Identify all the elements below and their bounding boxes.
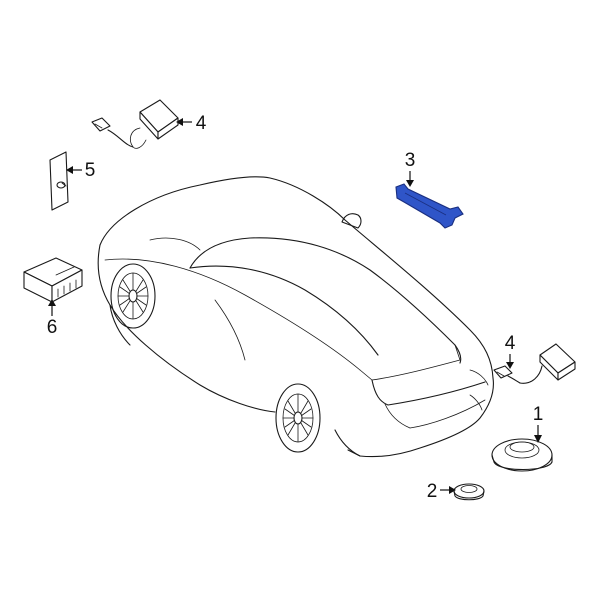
callout-4-top: 4 [176, 113, 207, 134]
callout-6-label: 6 [47, 317, 58, 338]
callout-4-right: 4 [505, 333, 516, 369]
callout-5: 5 [66, 160, 95, 181]
part-2-grommet[interactable] [453, 483, 485, 501]
callout-2: 2 [427, 481, 456, 502]
part-6-control-module[interactable] [23, 257, 83, 303]
part-4-right-antenna-module[interactable] [493, 343, 576, 384]
rear-wheel [275, 383, 321, 453]
part-5-bracket[interactable] [49, 151, 69, 211]
front-wheel [110, 263, 156, 329]
part-1-round-component[interactable] [491, 438, 553, 472]
callout-1: 1 [533, 404, 544, 443]
callout-2-label: 2 [427, 481, 438, 502]
part-4-top-antenna-module[interactable] [91, 99, 179, 149]
callout-3-label: 3 [405, 150, 416, 171]
callout-5-label: 5 [85, 160, 96, 181]
car-outline [97, 176, 494, 458]
callout-6: 6 [47, 299, 58, 338]
callout-3: 3 [405, 150, 416, 187]
callout-4-top-label: 4 [196, 113, 207, 134]
callout-4-right-label: 4 [505, 333, 516, 354]
part-3-antenna-bar[interactable] [395, 183, 464, 229]
callout-1-label: 1 [533, 404, 544, 425]
